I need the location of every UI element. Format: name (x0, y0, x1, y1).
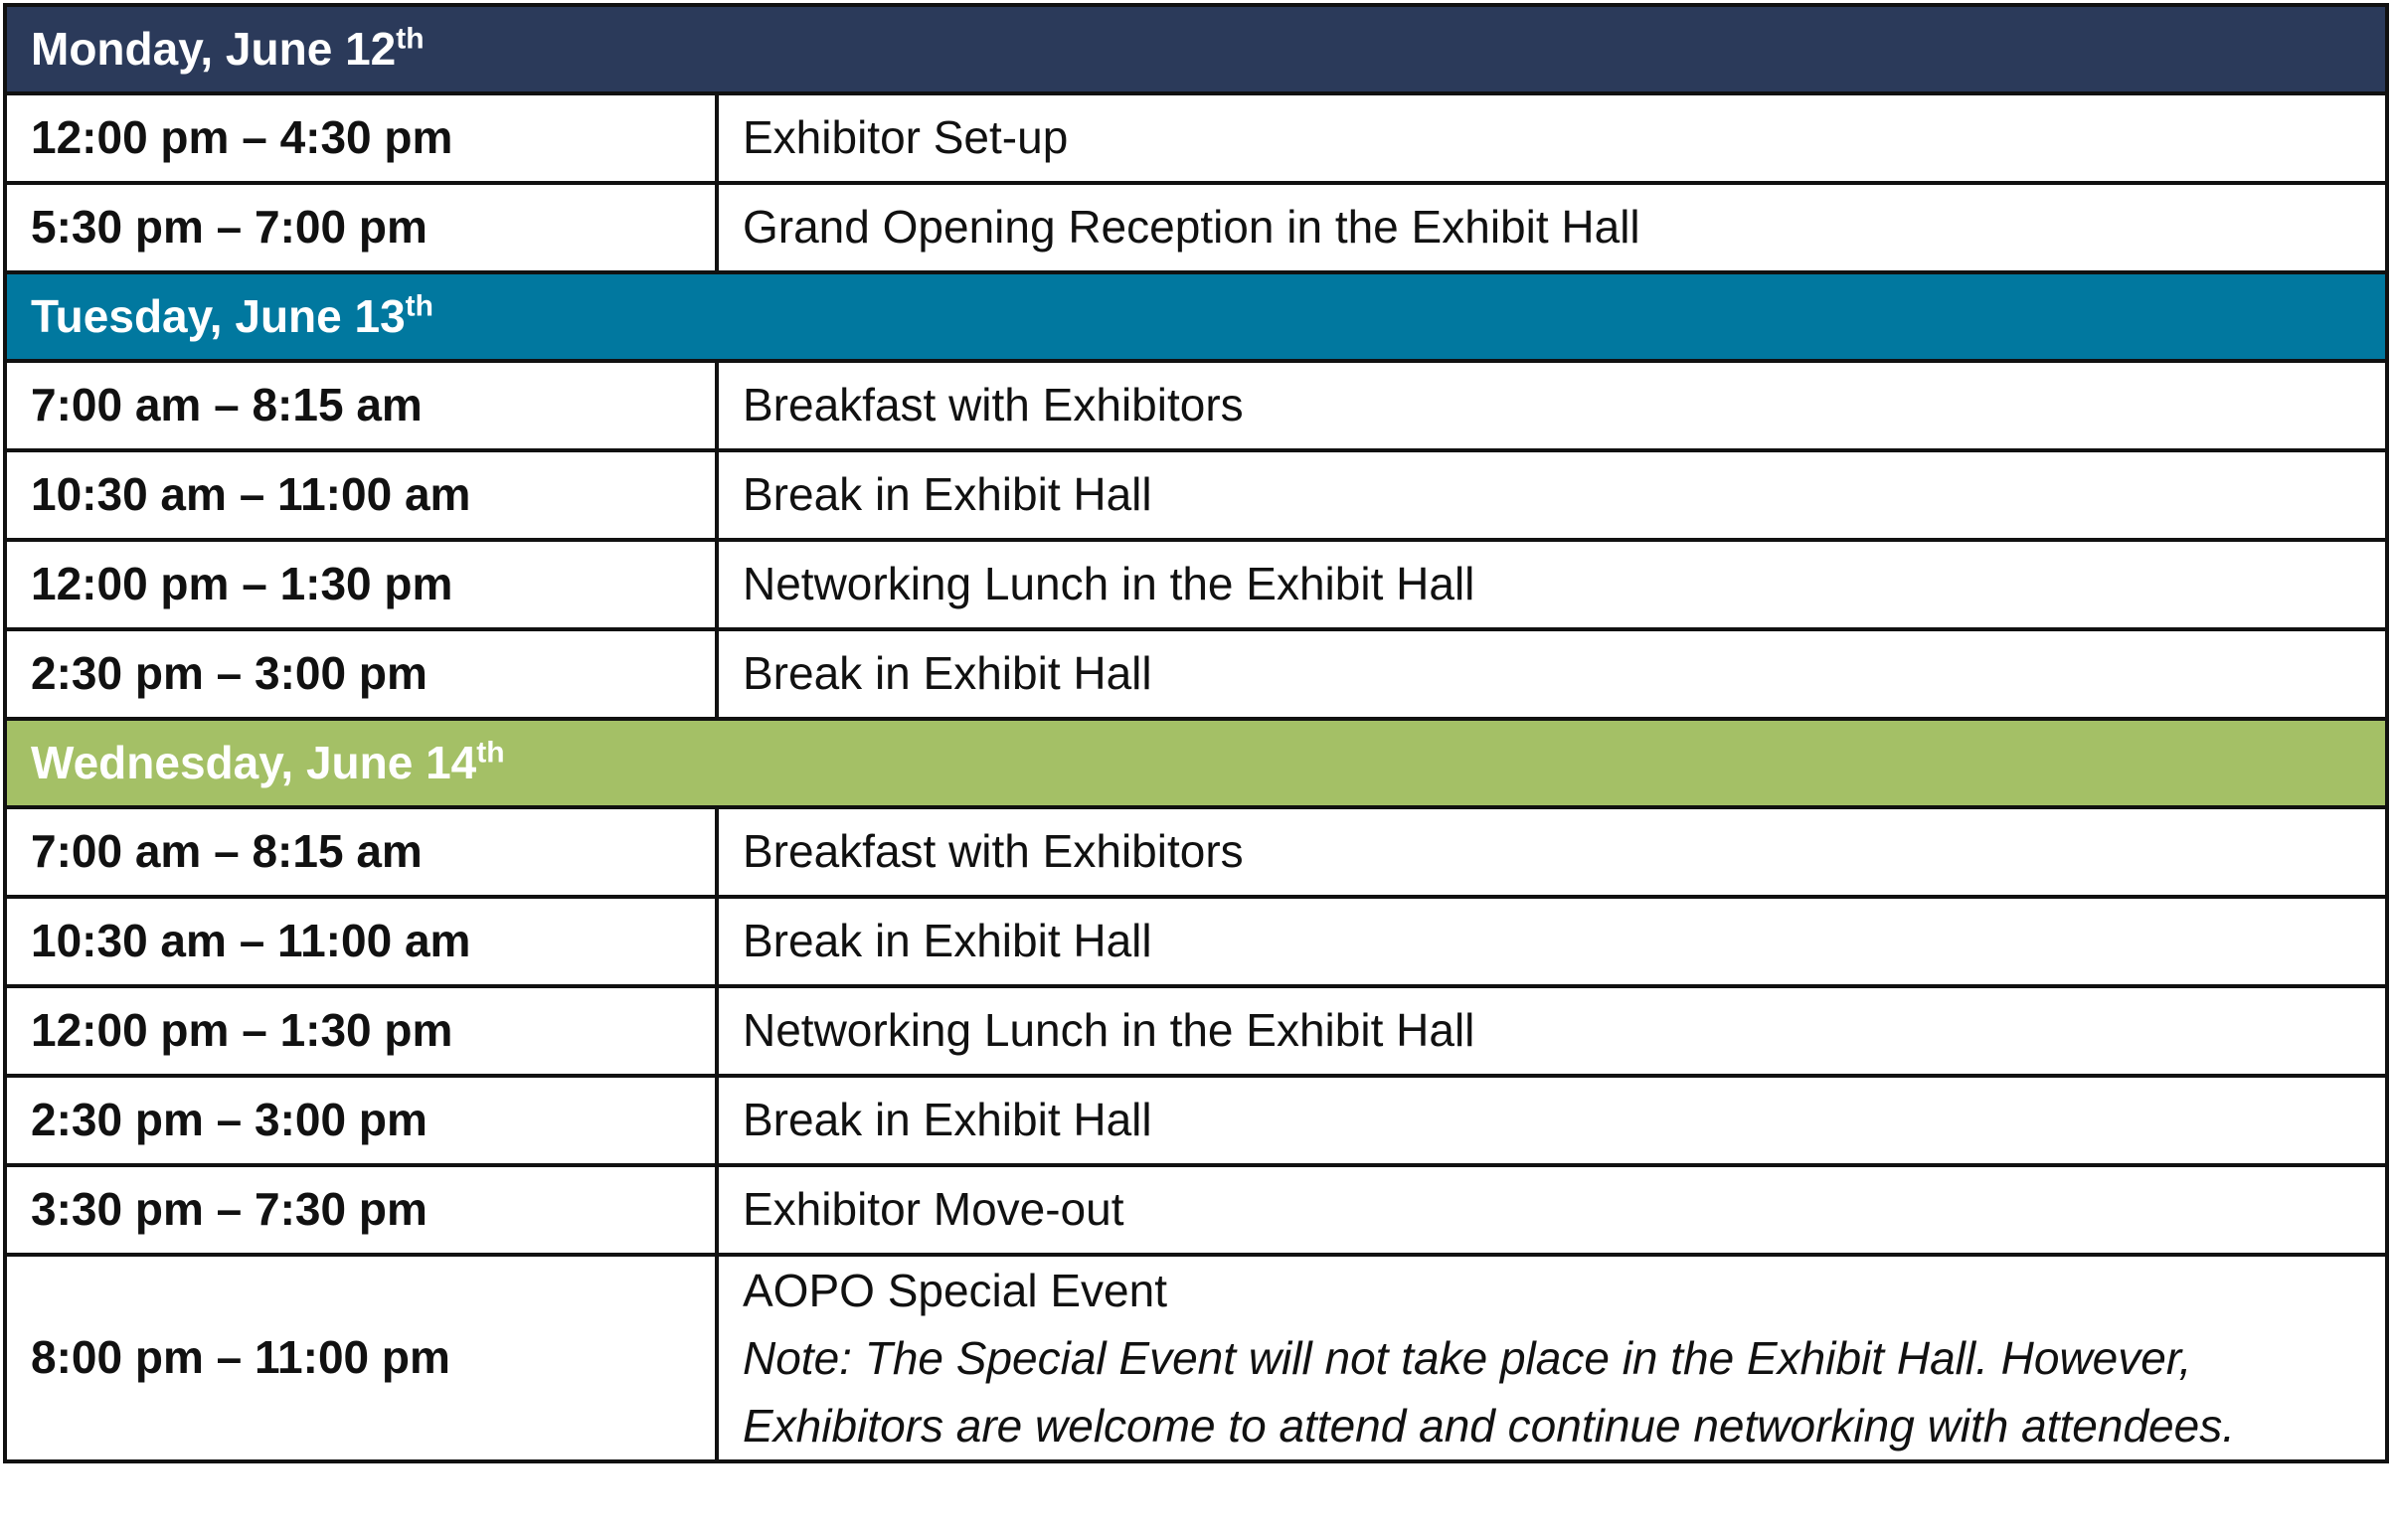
day-name: Tuesday, June 13 (31, 289, 406, 342)
schedule-row: 7:00 am – 8:15 am Breakfast with Exhibit… (3, 805, 2389, 899)
day-header-cell: Wednesday, June 14th (3, 717, 2389, 809)
time-cell: 3:30 pm – 7:30 pm (3, 1163, 719, 1257)
schedule-row: 12:00 pm – 4:30 pm Exhibitor Set-up (3, 91, 2389, 185)
time-cell: 2:30 pm – 3:00 pm (3, 1074, 719, 1167)
time-cell: 8:00 pm – 11:00 pm (3, 1253, 719, 1463)
event-cell: Networking Lunch in the Exhibit Hall (715, 984, 2389, 1078)
day-header-cell: Monday, June 12th (3, 3, 2389, 95)
schedule-row: 12:00 pm – 1:30 pm Networking Lunch in t… (3, 538, 2389, 631)
event-cell: Breakfast with Exhibitors (715, 805, 2389, 899)
day-name: Wednesday, June 14 (31, 736, 477, 788)
day-name: Monday, June 12 (31, 22, 397, 75)
event-cell: Grand Opening Reception in the Exhibit H… (715, 181, 2389, 274)
time-cell: 10:30 am – 11:00 am (3, 895, 719, 988)
time-cell: 12:00 pm – 4:30 pm (3, 91, 719, 185)
event-cell: Breakfast with Exhibitors (715, 359, 2389, 452)
schedule-table: Monday, June 12th 12:00 pm – 4:30 pm Exh… (3, 3, 2389, 1463)
day-header-tuesday: Tuesday, June 13th (3, 270, 2389, 363)
schedule-row: 3:30 pm – 7:30 pm Exhibitor Move-out (3, 1163, 2389, 1257)
day-suffix: th (405, 289, 433, 323)
day-header-cell: Tuesday, June 13th (3, 270, 2389, 363)
event-cell: Exhibitor Set-up (715, 91, 2389, 185)
event-cell: Exhibitor Move-out (715, 1163, 2389, 1257)
day-header-wednesday: Wednesday, June 14th (3, 717, 2389, 809)
schedule-row: 2:30 pm – 3:00 pm Break in Exhibit Hall (3, 627, 2389, 721)
event-cell: Break in Exhibit Hall (715, 627, 2389, 721)
event-cell: Break in Exhibit Hall (715, 1074, 2389, 1167)
time-cell: 12:00 pm – 1:30 pm (3, 538, 719, 631)
time-cell: 7:00 am – 8:15 am (3, 359, 719, 452)
schedule-row: 12:00 pm – 1:30 pm Networking Lunch in t… (3, 984, 2389, 1078)
schedule-row-special-event: 8:00 pm – 11:00 pm AOPO Special Event No… (3, 1253, 2389, 1463)
schedule-row: 2:30 pm – 3:00 pm Break in Exhibit Hall (3, 1074, 2389, 1167)
day-suffix: th (476, 736, 505, 770)
schedule-row: 10:30 am – 11:00 am Break in Exhibit Hal… (3, 895, 2389, 988)
day-header-monday: Monday, June 12th (3, 3, 2389, 95)
schedule-row: 10:30 am – 11:00 am Break in Exhibit Hal… (3, 448, 2389, 542)
event-cell: Break in Exhibit Hall (715, 448, 2389, 542)
time-cell: 5:30 pm – 7:00 pm (3, 181, 719, 274)
event-title: AOPO Special Event (743, 1265, 1167, 1316)
schedule-row: 7:00 am – 8:15 am Breakfast with Exhibit… (3, 359, 2389, 452)
event-note-line-1: Note: The Special Event will not take pl… (743, 1332, 2192, 1384)
event-cell: AOPO Special Event Note: The Special Eve… (715, 1253, 2389, 1463)
event-cell: Networking Lunch in the Exhibit Hall (715, 538, 2389, 631)
event-note-line-2: Exhibitors are welcome to attend and con… (743, 1400, 2235, 1452)
time-cell: 12:00 pm – 1:30 pm (3, 984, 719, 1078)
schedule-row: 5:30 pm – 7:00 pm Grand Opening Receptio… (3, 181, 2389, 274)
day-suffix: th (396, 22, 425, 56)
time-cell: 2:30 pm – 3:00 pm (3, 627, 719, 721)
event-cell: Break in Exhibit Hall (715, 895, 2389, 988)
time-cell: 10:30 am – 11:00 am (3, 448, 719, 542)
time-cell: 7:00 am – 8:15 am (3, 805, 719, 899)
